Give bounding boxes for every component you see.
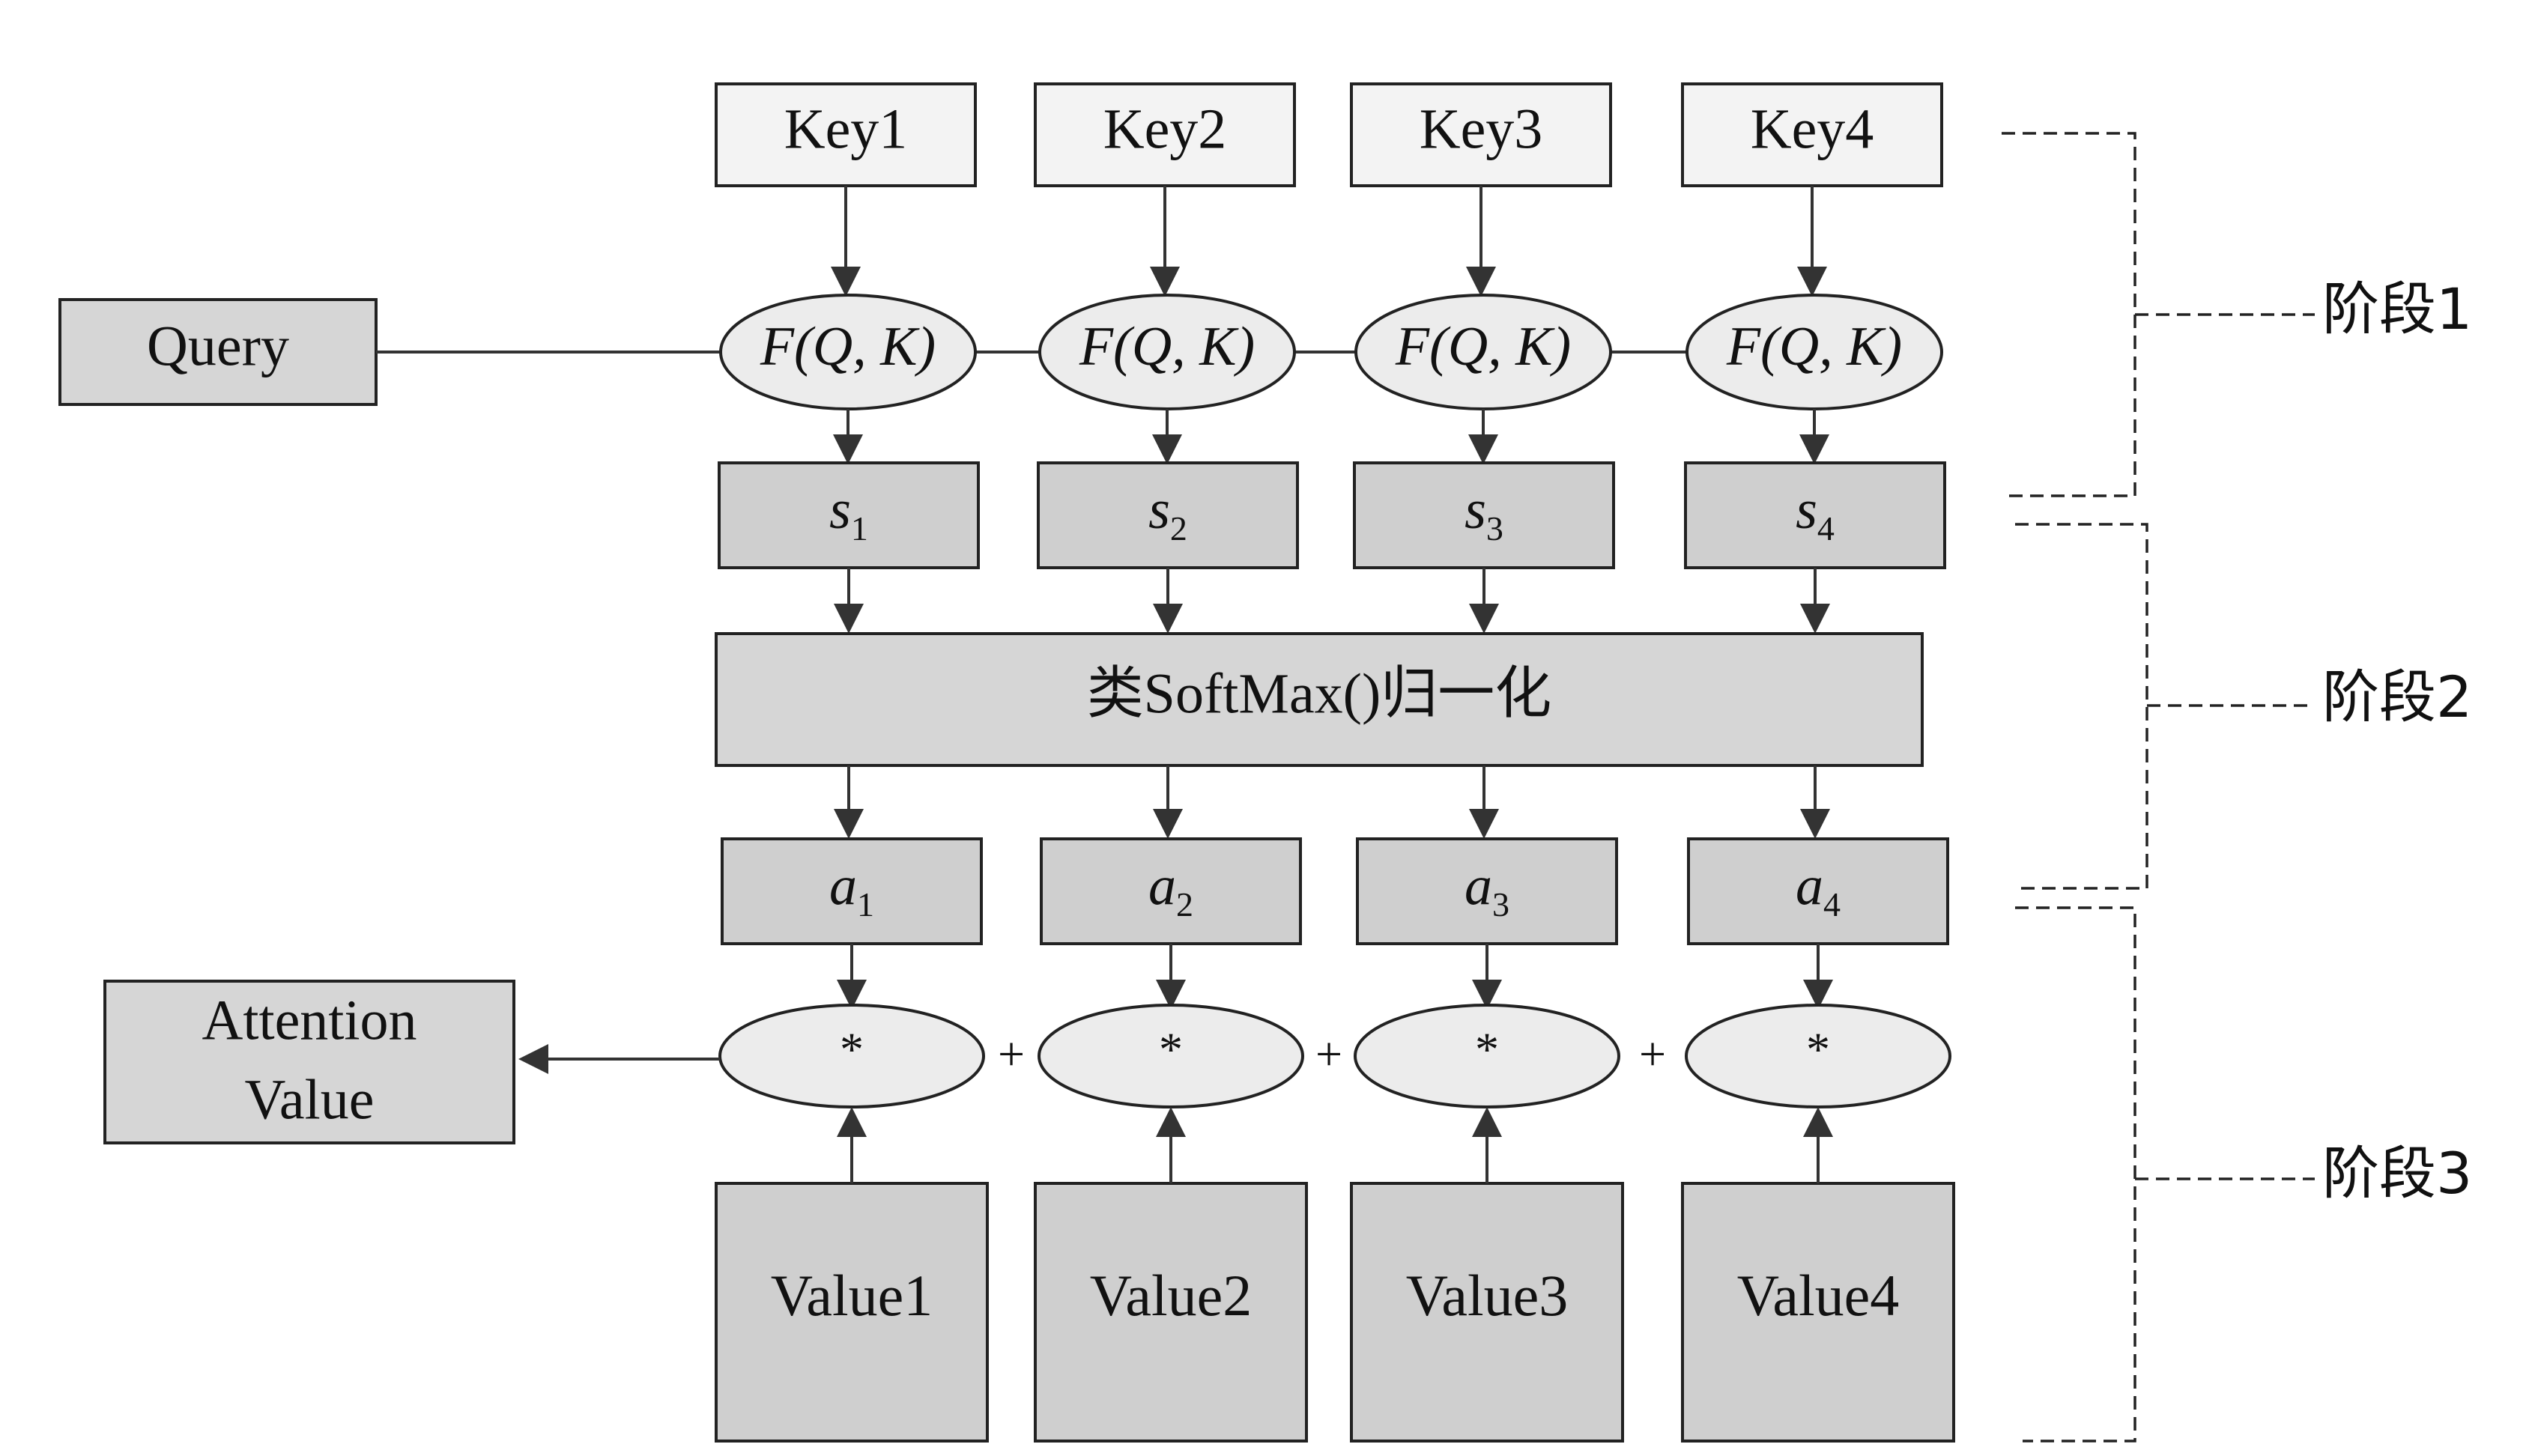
weight-box-4 [1687, 837, 1949, 945]
weight-box-1 [721, 837, 983, 945]
key-label-3: Key3 [1420, 97, 1543, 160]
key-row: Key1 Key2 Key3 Key4 [715, 82, 1943, 187]
multiply-symbol-3: * [1475, 1023, 1499, 1076]
key-box-2 [1034, 82, 1296, 187]
attention-value-box [103, 980, 515, 1144]
key-to-f-arrows [831, 186, 1827, 297]
weight-label-2: a2 [1148, 855, 1193, 923]
score-label-4: s4 [1796, 479, 1835, 547]
plus-symbol-2: + [1315, 1028, 1342, 1081]
value-box-3 [1350, 1182, 1624, 1443]
softmax-to-weight-arrows [834, 765, 1830, 839]
score-to-softmax-arrows [834, 568, 1830, 634]
weight-row: a1 a2 a3 a4 [721, 837, 1949, 945]
value-to-multiply-arrows [837, 1107, 1833, 1183]
multiply-symbol-1: * [840, 1023, 864, 1076]
softmax-label: 类SoftMax()归一化 [1087, 662, 1552, 725]
f-label-2: F(Q, K) [1079, 316, 1255, 377]
plus-symbol-1: + [998, 1028, 1025, 1081]
score-box-1 [718, 461, 980, 569]
multiply-row: * * * * + + + [718, 1004, 1951, 1108]
multiply-symbol-4: * [1806, 1023, 1830, 1076]
key-box-4 [1681, 82, 1943, 187]
score-row: s1 s2 s3 s4 [718, 461, 1946, 569]
attention-value-line-1: Attention [202, 989, 417, 1052]
value-label-4: Value4 [1737, 1263, 1900, 1328]
stage-2-bracket: 阶段2 [2015, 523, 2472, 890]
key-box-1 [715, 82, 977, 187]
value-row: Value1 Value2 Value3 Value4 [715, 1182, 1955, 1443]
f-label-1: F(Q, K) [760, 316, 936, 377]
value-label-3: Value3 [1406, 1263, 1569, 1328]
stage-2-label: 阶段2 [2322, 664, 2472, 730]
score-box-4 [1684, 461, 1946, 569]
f-to-score-arrows [833, 409, 1829, 464]
stage-3-label: 阶段3 [2322, 1140, 2472, 1207]
weight-to-multiply-arrows [837, 944, 1833, 1010]
value-box-2 [1034, 1182, 1308, 1443]
key-label-1: Key1 [784, 97, 908, 160]
attention-value-line-2: Value [244, 1068, 374, 1131]
weight-label-3: a3 [1465, 855, 1509, 923]
score-label-1: s1 [829, 479, 868, 547]
value-box-1 [715, 1182, 989, 1443]
score-label-3: s3 [1465, 479, 1503, 547]
weight-label-4: a4 [1796, 855, 1841, 923]
query-label: Query [147, 315, 289, 377]
score-label-2: s2 [1148, 479, 1187, 547]
f-label-3: F(Q, K) [1395, 316, 1571, 377]
softmax-box [715, 632, 1924, 767]
key-label-2: Key2 [1103, 97, 1227, 160]
stage-1-label: 阶段1 [2322, 276, 2472, 342]
value-label-1: Value1 [771, 1263, 933, 1328]
query-box [58, 298, 378, 406]
value-label-2: Value2 [1090, 1263, 1253, 1328]
multiply-symbol-2: * [1159, 1023, 1183, 1076]
key-label-4: Key4 [1751, 97, 1874, 160]
f-label-4: F(Q, K) [1726, 316, 1902, 377]
stage-1-bracket: 阶段1 [2002, 132, 2472, 497]
score-box-3 [1353, 461, 1615, 569]
score-box-2 [1037, 461, 1299, 569]
stage-3-bracket: 阶段3 [2015, 906, 2472, 1443]
plus-symbol-3: + [1639, 1028, 1666, 1081]
similarity-function-row: F(Q, K) F(Q, K) F(Q, K) F(Q, K) [719, 294, 1943, 410]
weight-box-3 [1356, 837, 1618, 945]
key-box-3 [1350, 82, 1612, 187]
value-box-4 [1681, 1182, 1955, 1443]
weight-label-1: a1 [829, 855, 874, 923]
